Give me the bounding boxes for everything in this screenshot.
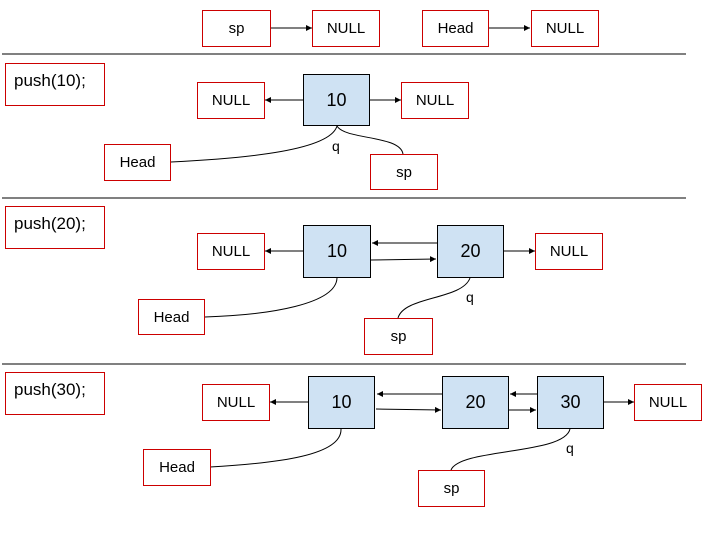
head-pointer-box: Head (104, 144, 171, 181)
head-pointer-box: Head (143, 449, 211, 486)
head-pointer-curve (204, 277, 338, 318)
null-box: NULL (634, 384, 702, 421)
sp-pointer-box: sp (364, 318, 433, 355)
null-box: NULL (197, 82, 265, 119)
node-10: 10 (303, 225, 371, 278)
sp-pointer-box: sp (370, 154, 438, 190)
null-box: NULL (202, 384, 270, 421)
node-10: 10 (303, 74, 370, 126)
sp-pointer-box: sp (418, 470, 485, 507)
sp-pointer-curve (397, 277, 471, 319)
sp-pointer-curve (336, 125, 404, 155)
head-pointer-box: Head (422, 10, 489, 47)
null-box: NULL (312, 10, 380, 47)
node-30: 30 (537, 376, 604, 429)
code-push-20: push(20); (5, 206, 105, 249)
q-label: q (566, 440, 574, 456)
node-20: 20 (437, 225, 504, 278)
q-label: q (332, 138, 340, 154)
null-box: NULL (197, 233, 265, 270)
node-10: 10 (308, 376, 375, 429)
head-pointer-curve (209, 428, 342, 468)
null-box: NULL (531, 10, 599, 47)
head-pointer-curve (170, 125, 338, 163)
code-push-10: push(10); (5, 63, 105, 106)
link-10-to-20-arrow (370, 256, 437, 263)
q-label: q (466, 289, 474, 305)
null-box: NULL (535, 233, 603, 270)
link-10-to-20-arrow (375, 406, 442, 413)
head-pointer-box: Head (138, 299, 205, 335)
node-20: 20 (442, 376, 509, 429)
code-push-30: push(30); (5, 372, 105, 415)
sp-pointer-box: sp (202, 10, 271, 47)
null-box: NULL (401, 82, 469, 119)
sp-pointer-curve (450, 428, 571, 471)
